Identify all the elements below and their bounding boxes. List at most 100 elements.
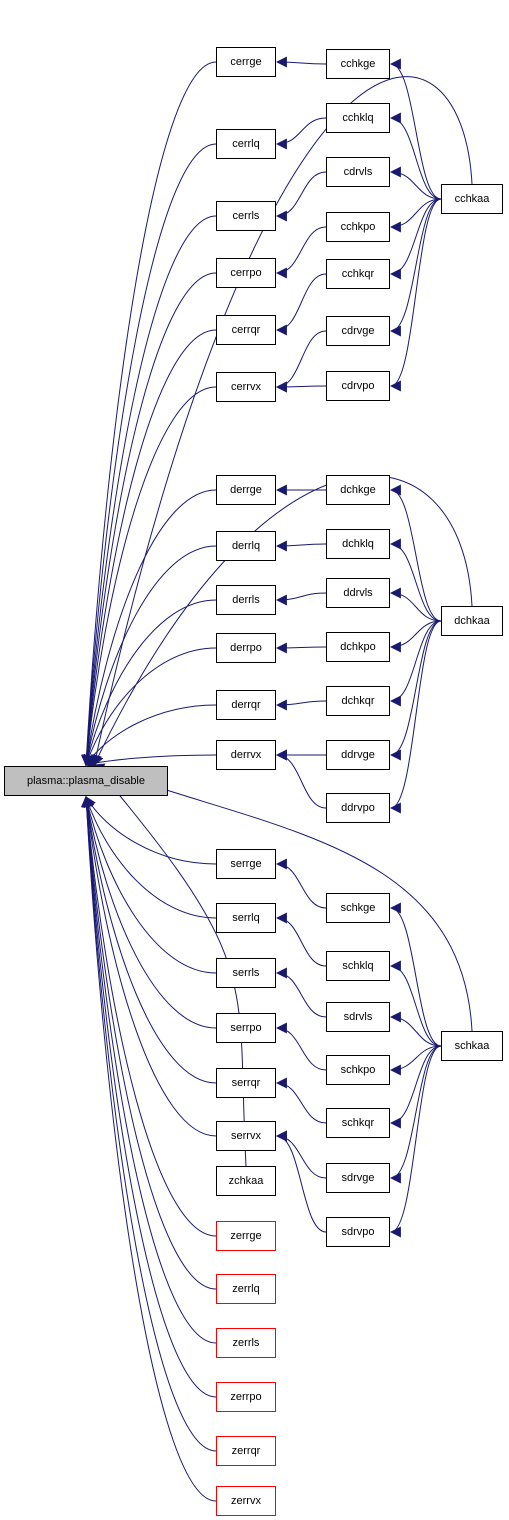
node-schklq[interactable]: schklq xyxy=(326,951,390,981)
edge-serrge-to-root xyxy=(85,796,217,865)
node-label: derrge xyxy=(230,484,262,496)
node-zerrge[interactable]: zerrge xyxy=(216,1221,276,1251)
node-label: sdrvpo xyxy=(341,1226,375,1238)
node-schkaa[interactable]: schkaa xyxy=(441,1031,503,1061)
node-derrlq[interactable]: derrlq xyxy=(216,531,276,561)
node-cchkpo[interactable]: cchkpo xyxy=(326,212,390,242)
edge-schkqr-to-serrqr xyxy=(275,1077,327,1124)
node-serrqr[interactable]: serrqr xyxy=(216,1068,276,1098)
node-label: serrlq xyxy=(232,912,260,924)
node-label: cchklq xyxy=(342,112,374,124)
node-zerrvx[interactable]: zerrvx xyxy=(216,1486,276,1516)
node-cerrpo[interactable]: cerrpo xyxy=(216,258,276,288)
node-zchkaa[interactable]: zchkaa xyxy=(216,1166,276,1196)
node-label: serrqr xyxy=(231,1077,261,1089)
node-dchkqr[interactable]: dchkqr xyxy=(326,686,390,716)
node-label: cchkaa xyxy=(454,193,490,205)
node-schkpo[interactable]: schkpo xyxy=(326,1055,390,1085)
node-derrvx[interactable]: derrvx xyxy=(216,740,276,770)
node-label: sdrvls xyxy=(343,1011,373,1023)
node-cerrls[interactable]: cerrls xyxy=(216,201,276,231)
edge-cerrqr-to-root xyxy=(81,329,217,767)
edge-cchkaa-to-cdrvpo xyxy=(389,198,442,392)
edge-zerrpo-to-root xyxy=(81,795,217,1398)
node-derrls[interactable]: derrls xyxy=(216,585,276,615)
node-cchklq[interactable]: cchklq xyxy=(326,103,390,133)
edge-cchkaa-to-cdrvls xyxy=(389,166,442,200)
edge-cerrls-to-root xyxy=(81,215,217,767)
node-cerrge[interactable]: cerrge xyxy=(216,47,276,77)
node-ddrvls[interactable]: ddrvls xyxy=(326,578,390,608)
node-cerrvx[interactable]: cerrvx xyxy=(216,372,276,402)
node-sdrvge[interactable]: sdrvge xyxy=(326,1163,390,1193)
node-label: dchkqr xyxy=(341,695,375,707)
edge-dchkaa-to-dchklq xyxy=(389,538,442,622)
node-cdrvpo[interactable]: cdrvpo xyxy=(326,371,390,401)
node-serrls[interactable]: serrls xyxy=(216,958,276,988)
node-label: dchkaa xyxy=(454,615,490,627)
node-label: derrvx xyxy=(230,749,262,761)
edge-cchkaa-to-cchklq xyxy=(389,112,442,200)
node-label: derrls xyxy=(232,594,260,606)
node-label: zerrqr xyxy=(231,1445,261,1457)
edge-schkaa-to-schkge xyxy=(389,902,442,1047)
edge-schkaa-to-schkqr xyxy=(389,1045,442,1129)
node-schkqr[interactable]: schkqr xyxy=(326,1108,390,1138)
node-dchkaa[interactable]: dchkaa xyxy=(441,606,503,636)
edge-derrls-to-root xyxy=(82,599,217,767)
node-label: serrpo xyxy=(230,1022,262,1034)
node-serrlq[interactable]: serrlq xyxy=(216,903,276,933)
node-serrge[interactable]: serrge xyxy=(216,849,276,879)
node-cchkqr[interactable]: cchkqr xyxy=(326,259,390,289)
edge-cerrvx-to-root xyxy=(81,386,217,767)
edge-cerrge-to-root xyxy=(81,61,217,767)
edge-zerrls-to-root xyxy=(81,795,217,1344)
node-label: cdrvpo xyxy=(341,380,375,392)
node-cdrvge[interactable]: cdrvge xyxy=(326,316,390,346)
edge-schkaa-to-schklq xyxy=(389,960,442,1047)
node-cchkge[interactable]: cchkge xyxy=(326,49,390,79)
node-sdrvls[interactable]: sdrvls xyxy=(326,1002,390,1032)
edge-dchkpo-to-derrpo xyxy=(275,642,327,654)
node-ddrvge[interactable]: ddrvge xyxy=(326,740,390,770)
edge-derrge-to-root xyxy=(81,489,217,767)
node-zerrlq[interactable]: zerrlq xyxy=(216,1274,276,1304)
node-cerrlq[interactable]: cerrlq xyxy=(216,129,276,159)
node-derrge[interactable]: derrge xyxy=(216,475,276,505)
node-dchklq[interactable]: dchklq xyxy=(326,529,390,559)
edge-serrvx-to-root xyxy=(81,795,217,1137)
edge-schkaa-to-sdrvls xyxy=(389,1011,442,1047)
node-label: dchkpo xyxy=(340,641,376,653)
node-label: cerrpo xyxy=(230,267,262,279)
node-serrvx[interactable]: serrvx xyxy=(216,1121,276,1151)
node-zerrpo[interactable]: zerrpo xyxy=(216,1382,276,1412)
node-derrpo[interactable]: derrpo xyxy=(216,633,276,663)
node-label: cerrlq xyxy=(232,138,260,150)
node-label: cerrge xyxy=(230,56,262,68)
node-label: schkge xyxy=(340,902,376,914)
edge-zerrvx-to-root xyxy=(81,795,217,1502)
node-label: zchkaa xyxy=(228,1175,264,1187)
node-ddrvpo[interactable]: ddrvpo xyxy=(326,793,390,823)
node-schkge[interactable]: schkge xyxy=(326,893,390,923)
edge-cchkpo-to-cerrpo xyxy=(275,226,327,279)
node-label: ddrvpo xyxy=(341,802,375,814)
node-label: ddrvls xyxy=(343,587,373,599)
node-derrqr[interactable]: derrqr xyxy=(216,690,276,720)
node-cerrqr[interactable]: cerrqr xyxy=(216,315,276,345)
node-label: cchkpo xyxy=(340,221,376,233)
edge-schkge-to-serrge xyxy=(275,858,327,909)
node-zerrls[interactable]: zerrls xyxy=(216,1328,276,1358)
node-cdrvls[interactable]: cdrvls xyxy=(326,157,390,187)
node-zerrqr[interactable]: zerrqr xyxy=(216,1436,276,1466)
node-label: cerrvx xyxy=(231,381,261,393)
node-serrpo[interactable]: serrpo xyxy=(216,1013,276,1043)
node-dchkge[interactable]: dchkge xyxy=(326,475,390,505)
node-dchkpo[interactable]: dchkpo xyxy=(326,632,390,662)
node-cchkaa[interactable]: cchkaa xyxy=(441,184,503,214)
edge-cchkaa-to-cchkpo xyxy=(389,198,442,233)
node-label: zerrlq xyxy=(232,1283,260,1295)
node-sdrvpo[interactable]: sdrvpo xyxy=(326,1217,390,1247)
node-label: dchkge xyxy=(340,484,376,496)
edge-cchkge-to-cerrge xyxy=(275,56,327,68)
